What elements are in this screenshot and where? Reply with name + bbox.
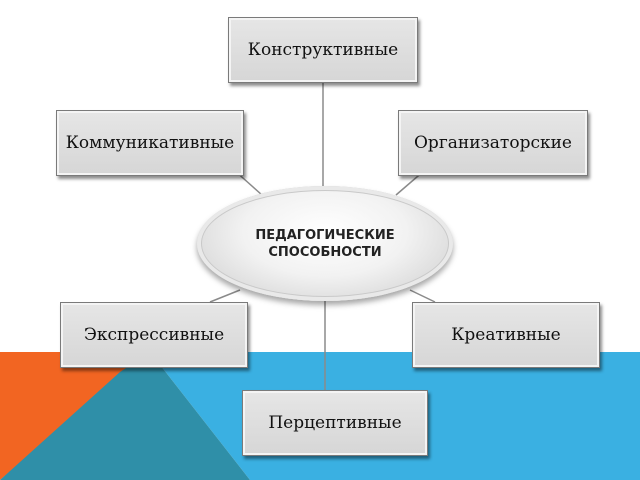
- node-kommunikativnye: Коммуникативные: [56, 110, 244, 176]
- node-kommunikativnye-label: Коммуникативные: [65, 132, 235, 153]
- node-pertseptivnye-label: Перцептивные: [268, 412, 402, 433]
- node-organizatorskie-label: Организаторские: [414, 132, 572, 153]
- node-kreativnye-label: Креативные: [451, 324, 561, 345]
- center-ellipse: ПЕДАГОГИЧЕСКИЕ СПОСОБНОСТИ: [197, 186, 453, 301]
- node-ekspressivnye-label: Экспрессивные: [83, 324, 225, 345]
- node-organizatorskie: Организаторские: [398, 110, 588, 176]
- node-konstruktivnye: Конструктивные: [228, 17, 418, 83]
- node-kreativnye: Креативные: [412, 302, 600, 368]
- node-pertseptivnye: Перцептивные: [242, 390, 428, 456]
- node-konstruktivnye-label: Конструктивные: [247, 39, 399, 60]
- background-teal-shape: [0, 352, 250, 480]
- node-ekspressivnye: Экспрессивные: [60, 302, 248, 368]
- connector-left2: [209, 289, 241, 303]
- center-label: ПЕДАГОГИЧЕСКИЕ СПОСОБНОСТИ: [255, 227, 395, 260]
- connector-right2: [409, 289, 436, 303]
